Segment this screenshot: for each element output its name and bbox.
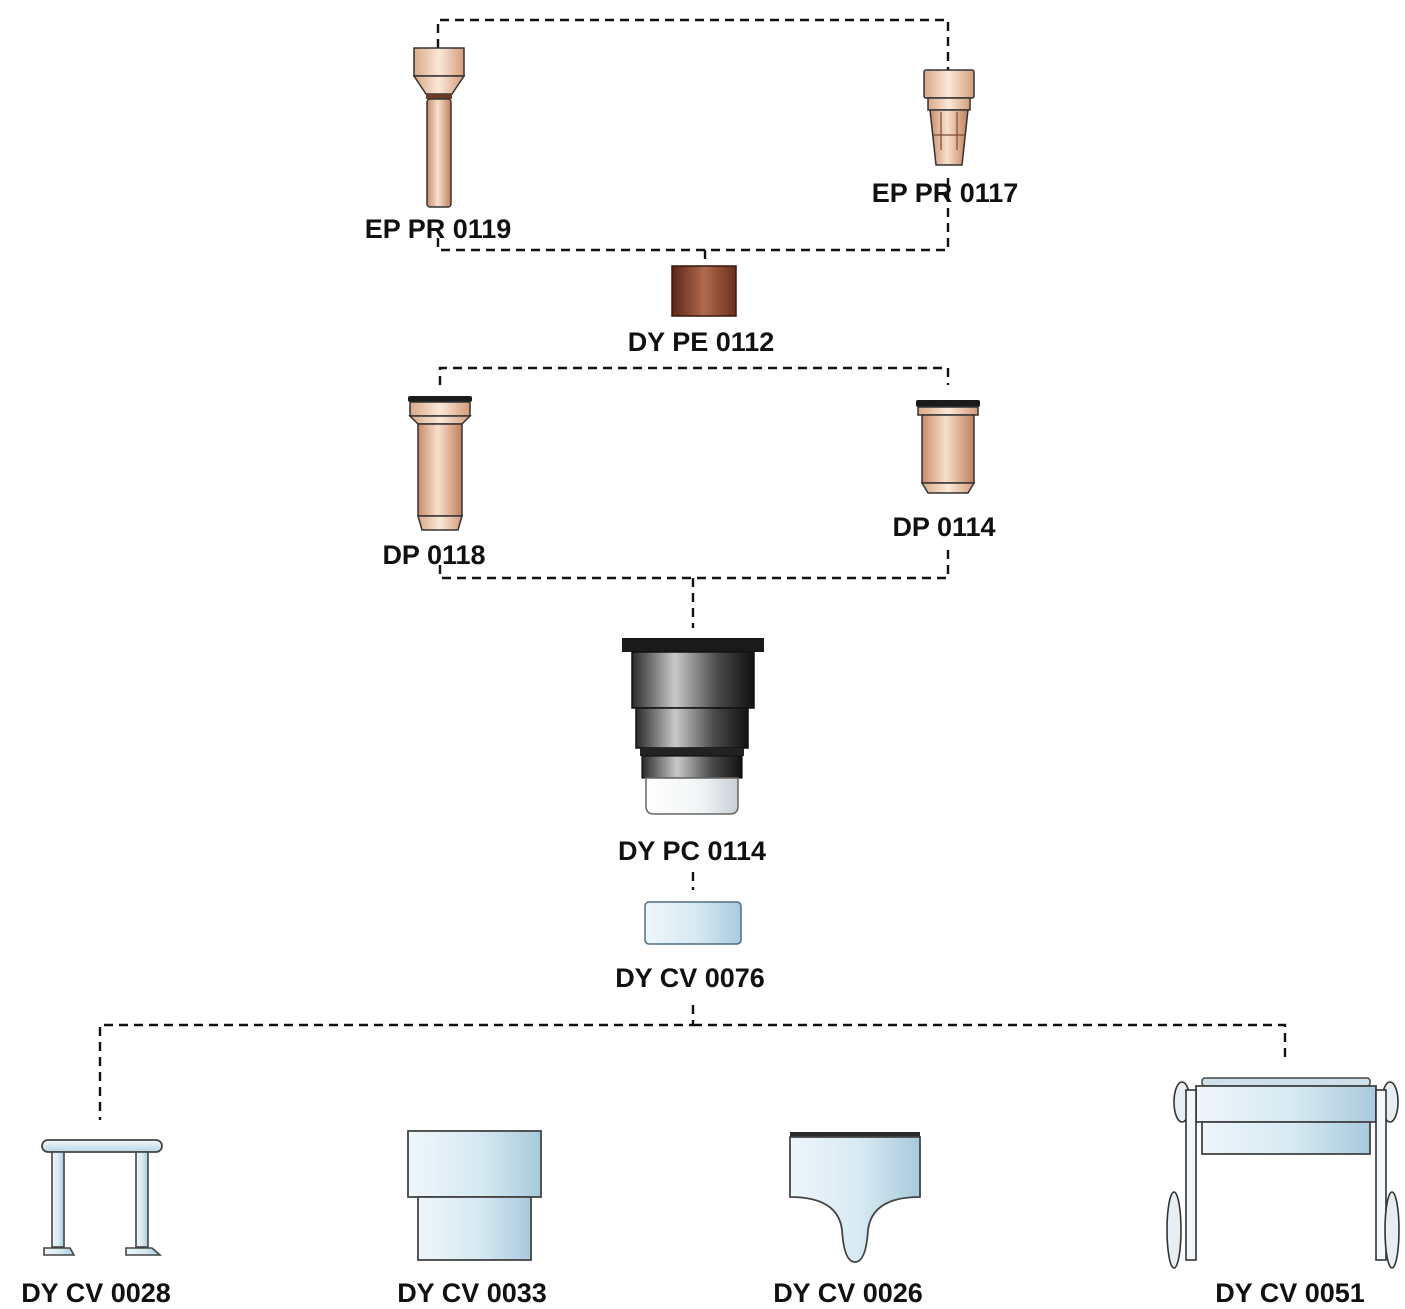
deflector-icon [407,1130,542,1261]
roller-guide-icon [1166,1077,1400,1269]
connector-nozzles-bottom [438,548,950,580]
part-dy-cv-0076[interactable]: DY CV 0076 [615,901,765,993]
part-dp-0114[interactable]: DP 0114 [892,400,996,542]
connector-lines [98,18,1287,1120]
part-label: DY PE 0112 [628,327,775,357]
part-dy-pc-0114[interactable]: DY PC 0114 [618,638,766,866]
connector-nozzles-top [438,366,950,385]
part-label: DP 0118 [382,540,485,570]
part-dp-0118[interactable]: DP 0118 [382,396,486,570]
part-label: DY PC 0114 [618,836,766,866]
part-label: DY CV 0076 [615,963,765,993]
part-label: EP PR 0117 [872,178,1019,208]
nozzle-long-icon [408,396,472,531]
electrode-long-icon [412,47,466,208]
shield-ring-icon [644,901,742,945]
connector-electrodes-bottom [436,178,950,252]
part-label: DP 0114 [892,512,995,542]
swirl-ring-icon [671,265,737,317]
part-label: DY CV 0028 [21,1278,171,1308]
standoff-guide-icon [41,1139,163,1256]
part-dy-cv-0028[interactable]: DY CV 0028 [21,1139,171,1308]
part-dy-cv-0026[interactable]: DY CV 0026 [773,1132,923,1308]
gouging-shield-icon [789,1132,921,1263]
part-ep-pr-0117[interactable]: EP PR 0117 [872,69,1019,208]
part-dy-cv-0051[interactable]: DY CV 0051 [1166,1077,1400,1308]
part-dy-pe-0112[interactable]: DY PE 0112 [628,265,775,357]
part-label: DY CV 0051 [1215,1278,1365,1308]
retaining-cap-icon [622,638,764,815]
connector-top-bracket [436,18,950,70]
connector-bottom-bracket [98,1005,1287,1120]
nozzle-short-icon [916,400,980,494]
part-label: DY CV 0033 [397,1278,547,1308]
part-ep-pr-0119[interactable]: EP PR 0119 [365,47,512,244]
part-label: EP PR 0119 [365,214,512,244]
electrode-short-icon [923,69,975,166]
part-label: DY CV 0026 [773,1278,923,1308]
part-dy-cv-0033[interactable]: DY CV 0033 [397,1130,547,1308]
